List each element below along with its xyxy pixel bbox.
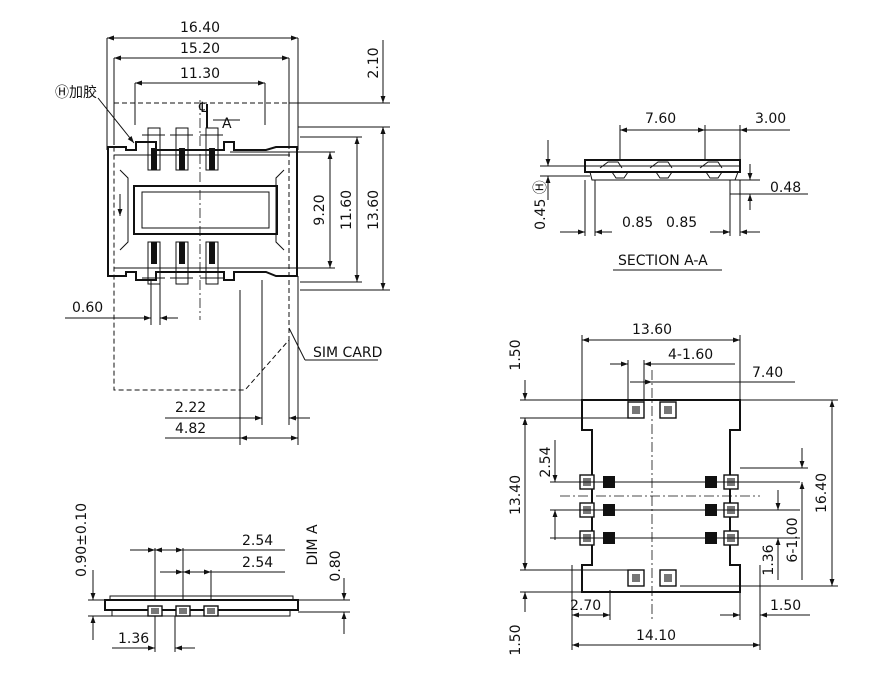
dim-2-54-fp-label: 2.54 [538,446,554,477]
dim-3-00: 3.00 [705,111,790,160]
dim-13-60-fp: 13.60 [581,322,741,400]
dim-0-60-label: 0.60 [72,300,103,316]
dim-4-1-60: 4-1.60 [610,347,735,402]
dim-1-36-fp: 1.36 [761,490,781,580]
dim-7-60: 7.60 [619,111,706,160]
dim-9-20: 9.20 [230,151,335,269]
dim-0-48-label: 0.48 [770,180,801,196]
dim-7-60-label: 7.60 [645,111,676,127]
dim-4-82-label: 4.82 [175,421,206,437]
dim-1-50-fp: 1.50 [720,565,810,650]
section-marker: A [222,116,232,132]
side-contacts [147,605,219,617]
centerline-mark: ℄ [198,100,208,116]
dim-2-54-fp: 2.54 [538,440,558,540]
dim-7-40: 7.40 [630,365,795,385]
dim-2-54-a-label: 2.54 [242,533,273,549]
side-view: 2.54 2.54 0.90±0.10 [74,503,350,652]
dim-11-30: 11.30 [134,66,266,125]
section-view: 7.60 3.00 0.45 Ⓗ 0.48 [533,111,808,271]
dim-16-40-fp: 16.40 [680,399,838,587]
dim-13-60-label: 13.60 [366,190,382,230]
dim-13-60: 13.60 [300,127,390,291]
dim-13-40: 13.40 [508,418,528,570]
dim-15-20-label: 15.20 [180,41,220,57]
dim-1-50-bottom: 1.50 [508,550,628,656]
dim-2-22-label: 2.22 [175,400,206,416]
dim-2-70-label: 2.70 [570,598,601,614]
dim-1-36-fp-label: 1.36 [761,544,777,575]
dim-0-85: 0.85 0.85 [560,180,760,236]
dim-0-80-label: 0.80 [328,550,344,581]
dim-11-60: 11.60 [300,136,362,283]
sim-card-label: SIM CARD [313,345,382,361]
dim-9-20-label: 9.20 [312,194,328,225]
dim-0-45: 0.45 Ⓗ [533,140,590,230]
dim-0-60: 0.60 [65,280,178,325]
dim-11-30-label: 11.30 [180,66,220,82]
contacts-top [142,127,223,171]
dim-4-1-60-label: 4-1.60 [668,347,713,363]
glue-label: Ⓗ加胶 [55,84,97,101]
dim-2-54-b-label: 2.54 [242,555,273,571]
dim-3-00-label: 3.00 [755,111,786,127]
dim-0-45-label: 0.45 Ⓗ [533,180,549,230]
dim-0-85-b-label: 0.85 [666,215,697,231]
footprint-pads-bottom [627,569,677,587]
dim-1-36-label: 1.36 [118,631,149,647]
dim-a-label: DIM A [305,524,321,565]
dim-1-50-bottom-label: 1.50 [508,624,524,655]
dim-16-40-label: 16.40 [180,20,220,36]
dim-6-1-00: 6-1.00 [740,448,808,580]
dim-2-22: 2.22 [165,280,310,425]
dim-13-60-fp-label: 13.60 [632,322,672,338]
footprint-pads-top [627,401,677,419]
dim-14-10-label: 14.10 [636,628,676,644]
dim-2-54-lower: 2.54 [160,555,285,600]
top-view: 16.40 15.20 11.30 Ⓗ加胶 ℄ A [55,20,390,445]
dim-0-80: 0.80 DIM A [298,524,350,634]
dim-15-20: 15.20 [113,41,290,145]
dim-2-70: 2.70 [570,565,611,650]
contacts-bottom [142,241,223,285]
dim-7-40-label: 7.40 [752,365,783,381]
dim-0-90-label: 0.90±0.10 [74,503,90,577]
dim-11-60-label: 11.60 [339,190,355,230]
dim-0-90: 0.90±0.10 [74,503,112,640]
section-title: SECTION A-A [618,253,708,269]
footprint-view: 13.60 4-1.60 7.40 1.50 [508,322,838,656]
dim-14-10: 14.10 [572,628,760,648]
dim-1-50-top-label: 1.50 [508,339,524,370]
dim-2-10-label: 2.10 [366,47,382,78]
dim-6-1-00-label: 6-1.00 [785,517,801,562]
dim-1-50-fp-label: 1.50 [770,598,801,614]
dim-13-40-label: 13.40 [508,475,524,515]
dim-16-40: 16.40 [106,20,299,150]
dim-1-36: 1.36 [112,616,195,652]
dim-0-85-a-label: 0.85 [622,215,653,231]
dim-2-10: 2.10 [289,40,390,150]
dim-1-50-top: 1.50 [508,339,628,438]
dim-0-48: 0.48 [730,164,808,210]
dim-4-82: 4.82 [165,276,299,445]
dim-16-40-fp-label: 16.40 [814,473,830,513]
